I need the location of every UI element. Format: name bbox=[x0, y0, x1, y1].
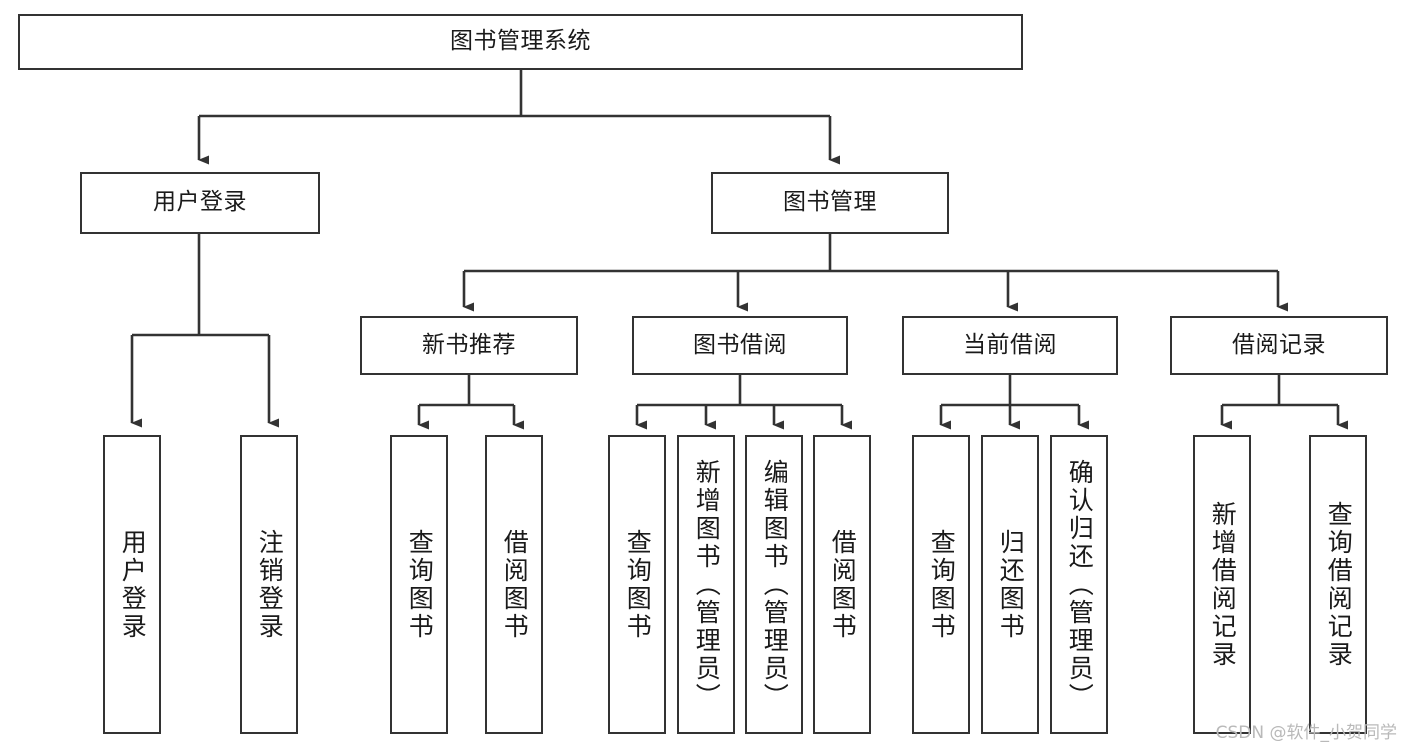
leaf-user-login-logout[interactable]: 注销登录 bbox=[240, 435, 298, 734]
node-book-borrow[interactable]: 图书借阅 bbox=[632, 316, 848, 375]
node-label: 查询图书 bbox=[623, 528, 653, 641]
leaf-user-login-login[interactable]: 用户登录 bbox=[103, 435, 161, 734]
leaf-borrow-record-add-record[interactable]: 新增借阅记录 bbox=[1193, 435, 1251, 734]
node-label: 新增借阅记录 bbox=[1208, 500, 1238, 669]
node-label: 新增图书（管理员） bbox=[692, 458, 722, 711]
node-label: 编辑图书（管理员） bbox=[760, 458, 790, 711]
node-label: 归还图书 bbox=[996, 528, 1026, 641]
node-label: 图书管理系统 bbox=[450, 28, 591, 55]
node-label: 借阅图书 bbox=[828, 528, 858, 641]
leaf-new-book-query-book[interactable]: 查询图书 bbox=[390, 435, 448, 734]
node-label: 新书推荐 bbox=[422, 331, 516, 358]
leaf-current-borrow-return-book[interactable]: 归还图书 bbox=[981, 435, 1039, 734]
leaf-new-book-borrow-book[interactable]: 借阅图书 bbox=[485, 435, 543, 734]
leaf-book-borrow-borrow-book[interactable]: 借阅图书 bbox=[813, 435, 871, 734]
node-label: 借阅记录 bbox=[1232, 331, 1326, 358]
node-label: 图书管理 bbox=[783, 189, 877, 216]
leaf-current-borrow-query-book[interactable]: 查询图书 bbox=[912, 435, 970, 734]
node-book-management[interactable]: 图书管理 bbox=[711, 172, 949, 234]
watermark: CSDN @软件_小贺同学 bbox=[1215, 723, 1397, 743]
node-label: 用户登录 bbox=[153, 189, 247, 216]
node-label: 查询图书 bbox=[405, 528, 435, 641]
node-label: 查询图书 bbox=[927, 528, 957, 641]
node-label: 图书借阅 bbox=[693, 331, 787, 358]
leaf-book-borrow-add-book-admin[interactable]: 新增图书（管理员） bbox=[677, 435, 735, 734]
node-root-book-management-system[interactable]: 图书管理系统 bbox=[18, 14, 1023, 70]
node-label: 注销登录 bbox=[255, 528, 285, 641]
node-label: 查询借阅记录 bbox=[1324, 500, 1354, 669]
node-label: 借阅图书 bbox=[500, 528, 530, 641]
leaf-book-borrow-edit-book-admin[interactable]: 编辑图书（管理员） bbox=[745, 435, 803, 734]
node-label: 当前借阅 bbox=[963, 331, 1057, 358]
node-borrow-record[interactable]: 借阅记录 bbox=[1170, 316, 1388, 375]
node-new-book-recommend[interactable]: 新书推荐 bbox=[360, 316, 578, 375]
leaf-current-borrow-confirm-return-admin[interactable]: 确认归还（管理员） bbox=[1050, 435, 1108, 734]
leaf-borrow-record-query-record[interactable]: 查询借阅记录 bbox=[1309, 435, 1367, 734]
leaf-book-borrow-query-book[interactable]: 查询图书 bbox=[608, 435, 666, 734]
node-user-login[interactable]: 用户登录 bbox=[80, 172, 320, 234]
node-label: 确认归还（管理员） bbox=[1065, 458, 1095, 711]
node-current-borrow[interactable]: 当前借阅 bbox=[902, 316, 1118, 375]
node-label: 用户登录 bbox=[118, 528, 148, 641]
